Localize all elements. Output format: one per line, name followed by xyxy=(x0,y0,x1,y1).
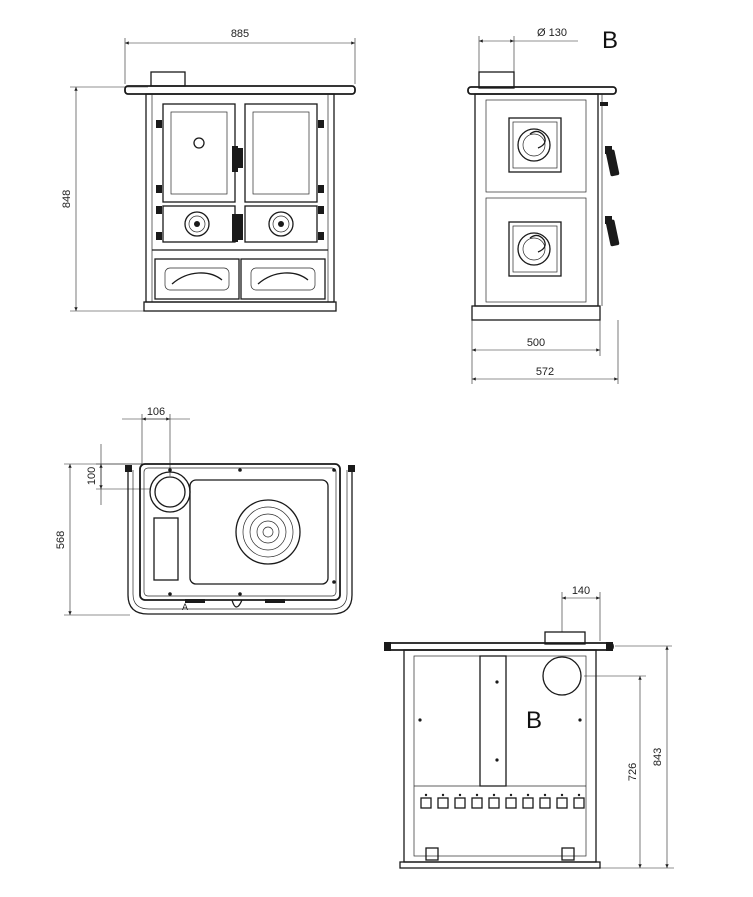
side-body xyxy=(474,93,599,307)
front-top-plate xyxy=(124,85,356,95)
rear-vent-slots xyxy=(420,793,585,809)
side-view: Ø 130 B 500 572 xyxy=(467,27,620,384)
top-flue-offset-y-label: 100 xyxy=(86,467,98,485)
rear-total-height-label: 843 xyxy=(652,748,664,766)
front-height-label: 848 xyxy=(61,190,73,208)
rear-body xyxy=(403,649,597,863)
top-depth-label: 568 xyxy=(55,531,67,549)
front-base xyxy=(143,301,337,312)
rear-view-label: B xyxy=(526,707,542,734)
rear-base xyxy=(399,861,601,869)
front-width-dimension: 885 xyxy=(124,28,356,84)
side-body-depth-label: 500 xyxy=(527,337,545,349)
front-width-label: 885 xyxy=(231,28,249,40)
front-lower-right-door xyxy=(238,205,318,243)
top-fuel-slot xyxy=(153,517,179,581)
rear-center-panel xyxy=(479,655,507,787)
rear-flue-height-dimension: 726 xyxy=(584,675,674,869)
rear-view: 140 B 726 843 xyxy=(384,585,674,869)
front-drawers xyxy=(154,258,326,300)
front-upper-right-door xyxy=(238,103,318,203)
rear-flue-height-label: 726 xyxy=(627,763,639,781)
side-lower-medallion xyxy=(508,221,562,277)
front-flue-collar xyxy=(150,71,186,87)
side-total-depth-label: 572 xyxy=(536,366,554,378)
side-flue-dimension: Ø 130 xyxy=(478,27,578,72)
front-view: 885 848 xyxy=(61,28,356,312)
rear-flue-offset-dimension: 140 xyxy=(561,585,601,641)
side-total-depth-dimension: 572 xyxy=(472,320,619,384)
side-view-label: B xyxy=(602,27,618,54)
top-flue-outlet xyxy=(149,471,191,513)
side-body-depth-dimension: 500 xyxy=(471,320,601,384)
front-height-dimension: 848 xyxy=(61,86,148,312)
top-hob-plate xyxy=(139,463,341,601)
rear-flue-collar xyxy=(544,631,586,645)
rear-flue-offset-label: 140 xyxy=(572,585,590,597)
side-flue-label: Ø 130 xyxy=(537,27,567,39)
top-hotplate-rings xyxy=(235,499,301,565)
top-view: 106 100 568 A xyxy=(55,406,355,616)
top-towel-rail xyxy=(127,470,353,615)
top-depth-dimension: 568 xyxy=(55,463,142,616)
side-base xyxy=(471,305,601,321)
rear-flue-outlet xyxy=(542,656,582,696)
front-body xyxy=(145,93,335,303)
rear-total-height-dimension: 843 xyxy=(615,645,672,868)
top-cooking-surface xyxy=(189,479,329,585)
top-flue-offset-x-label: 106 xyxy=(147,406,165,418)
front-upper-left-door xyxy=(162,103,238,203)
side-upper-medallion xyxy=(508,117,562,173)
side-flue xyxy=(478,71,515,89)
top-flue-offset-x-dimension: 106 xyxy=(122,406,190,476)
top-mark-label: A xyxy=(182,602,188,612)
front-lower-left-door xyxy=(162,205,238,243)
